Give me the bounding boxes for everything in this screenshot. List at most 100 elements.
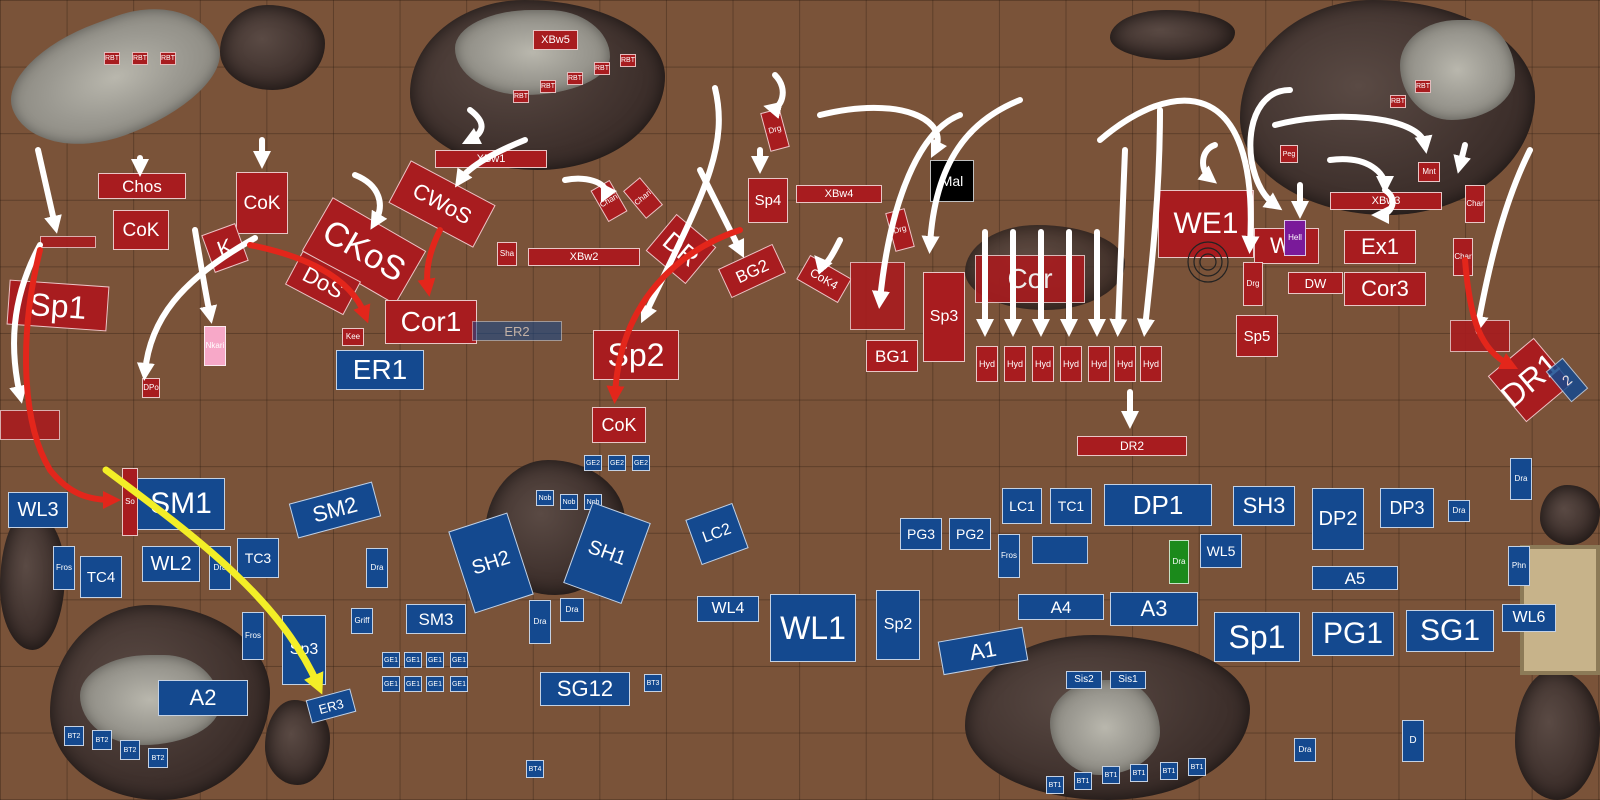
blue-bt1-2[interactable]: BT1	[1074, 772, 1092, 790]
blue-dra-1[interactable]: Dra	[209, 546, 231, 590]
red-bg2[interactable]: BG2	[718, 243, 786, 299]
blue-dra-5[interactable]: Dra	[1448, 500, 1470, 522]
blue-sis1[interactable]: Sis1	[1110, 671, 1146, 689]
blue-wl4[interactable]: WL4	[697, 596, 759, 622]
blue-wl3[interactable]: WL3	[8, 492, 68, 528]
red-rbt-2[interactable]: RBT	[132, 52, 148, 65]
red-cok-2[interactable]: CoK	[236, 172, 288, 234]
red-cor1[interactable]: Cor1	[385, 300, 477, 344]
blue-wl5[interactable]: WL5	[1200, 534, 1242, 568]
red-rbt-8[interactable]: RBT	[620, 54, 636, 67]
red-rbt-7[interactable]: RBT	[594, 62, 610, 75]
blue-fros-3[interactable]: Fros	[998, 534, 1020, 578]
blue-a3[interactable]: A3	[1110, 592, 1198, 626]
blue-bt3[interactable]: BT3	[644, 674, 662, 692]
red-sp1[interactable]: Sp1	[6, 279, 110, 332]
blue-wl6[interactable]: WL6	[1502, 604, 1556, 632]
red-cwos[interactable]: CWoS	[388, 160, 496, 248]
blue-ge2-3[interactable]: GE2	[632, 455, 650, 471]
blue-a2[interactable]: A2	[158, 680, 248, 716]
red-rbt-5[interactable]: RBT	[540, 80, 556, 93]
red-xbw5[interactable]: XBw5	[533, 30, 578, 50]
blue-sg1[interactable]: SG1	[1406, 610, 1494, 652]
blue-ge1-6[interactable]: GE1	[404, 676, 422, 692]
blue-dra-6[interactable]: Dra	[1510, 458, 1532, 500]
red-sha[interactable]: Sha	[497, 242, 517, 266]
purple-hell[interactable]: Hell	[1284, 220, 1306, 256]
red-xbw3[interactable]: XBw3	[1330, 192, 1442, 210]
red-dr2[interactable]: DR2	[1077, 436, 1187, 456]
blue-ge1-3[interactable]: GE1	[426, 652, 444, 668]
red-bg1[interactable]: BG1	[866, 340, 918, 372]
blue-dp1[interactable]: DP1	[1104, 484, 1212, 526]
blue-er3[interactable]: ER3	[305, 688, 357, 724]
blue-griff[interactable]: Griff	[351, 608, 373, 634]
red-sp5[interactable]: Sp5	[1236, 315, 1278, 357]
red-cor-partial[interactable]: Cor	[975, 255, 1085, 303]
blue-d[interactable]: D	[1402, 720, 1424, 762]
red-char-1[interactable]: Char	[1465, 185, 1485, 223]
red-cok-1[interactable]: CoK	[113, 210, 169, 250]
blue-dra-4[interactable]: Dra	[560, 598, 584, 622]
red-hyd-5[interactable]: Hyd	[1088, 346, 1110, 382]
blue-er1[interactable]: ER1	[336, 350, 424, 390]
blue-bt2-1[interactable]: BT2	[64, 726, 84, 746]
red-drg-3[interactable]: Drg	[1243, 262, 1263, 306]
blue-phn[interactable]: Phn	[1508, 546, 1530, 586]
blue-sp3[interactable]: Sp3	[282, 615, 326, 685]
blue-tc4[interactable]: TC4	[80, 556, 122, 598]
red-char-2[interactable]: Char	[1453, 238, 1473, 276]
blue-tc3[interactable]: TC3	[237, 538, 279, 578]
red-rbt-4[interactable]: RBT	[513, 90, 529, 103]
red-sp3[interactable]: Sp3	[923, 272, 965, 362]
pink-nkari[interactable]: Nkari	[204, 326, 226, 366]
red-xbw1[interactable]: XBw1	[435, 150, 547, 168]
red-kee[interactable]: Kee	[342, 328, 364, 346]
blue-sm1[interactable]: SM1	[137, 478, 225, 530]
red-drg-2[interactable]: Drg	[885, 208, 915, 252]
red-rbt-6[interactable]: RBT	[567, 72, 583, 85]
red-dw[interactable]: DW	[1288, 272, 1343, 294]
blue-a4[interactable]: A4	[1018, 594, 1104, 620]
blue-ge2-2[interactable]: GE2	[608, 455, 626, 471]
blue-fros-2[interactable]: Fros	[242, 612, 264, 660]
black-mal[interactable]: Mal	[930, 160, 974, 202]
red-xbw4[interactable]: XBw4	[796, 185, 882, 203]
red-sp4[interactable]: Sp4	[748, 178, 788, 223]
blue-ge1-1[interactable]: GE1	[382, 652, 400, 668]
red-ex1[interactable]: Ex1	[1344, 230, 1416, 264]
blue-sp2[interactable]: Sp2	[876, 590, 920, 660]
blue-pg2[interactable]: PG2	[949, 518, 991, 550]
blue-dp2[interactable]: DP2	[1312, 488, 1364, 550]
green-dra[interactable]: Dra	[1169, 540, 1189, 584]
blue-bt4[interactable]: BT4	[526, 760, 544, 778]
blue-sis2[interactable]: Sis2	[1066, 671, 1102, 689]
blue-ge1-8[interactable]: GE1	[450, 676, 468, 692]
blue-bt1-6[interactable]: BT1	[1188, 758, 1206, 776]
blue-ge1-2[interactable]: GE1	[404, 652, 422, 668]
blue-dp3[interactable]: DP3	[1380, 488, 1434, 528]
red-rbt-9[interactable]: RBT	[1390, 95, 1406, 108]
red-cor3[interactable]: Cor3	[1344, 272, 1426, 306]
blue-sp1[interactable]: Sp1	[1214, 612, 1300, 662]
blue-sm2[interactable]: SM2	[288, 481, 382, 539]
blue-dra-3[interactable]: Dra	[529, 600, 551, 644]
blue-fros-1[interactable]: Fros	[53, 546, 75, 590]
red-we1[interactable]: WE1	[1158, 190, 1254, 258]
blue-sm3[interactable]: SM3	[406, 604, 466, 634]
red-chari-2[interactable]: Chari	[623, 177, 663, 219]
blue-bt2-4[interactable]: BT2	[148, 748, 168, 768]
red-xbw2[interactable]: XBw2	[528, 248, 640, 266]
red-hyd-1[interactable]: Hyd	[976, 346, 998, 382]
blue-nob-2[interactable]: Nob	[560, 494, 578, 510]
red-dpo[interactable]: DPo	[142, 378, 160, 398]
blue-bt1-5[interactable]: BT1	[1160, 762, 1178, 780]
red-drg-1[interactable]: Drg	[760, 108, 790, 152]
red-hyd-7[interactable]: Hyd	[1140, 346, 1162, 382]
blue-sg12[interactable]: SG12	[540, 672, 630, 706]
red-cok-3[interactable]: CoK	[592, 407, 646, 443]
red-hyd-6[interactable]: Hyd	[1114, 346, 1136, 382]
blue-a5[interactable]: A5	[1312, 566, 1398, 590]
blue-bt1-4[interactable]: BT1	[1130, 764, 1148, 782]
red-chari-1[interactable]: Chari	[590, 179, 628, 223]
